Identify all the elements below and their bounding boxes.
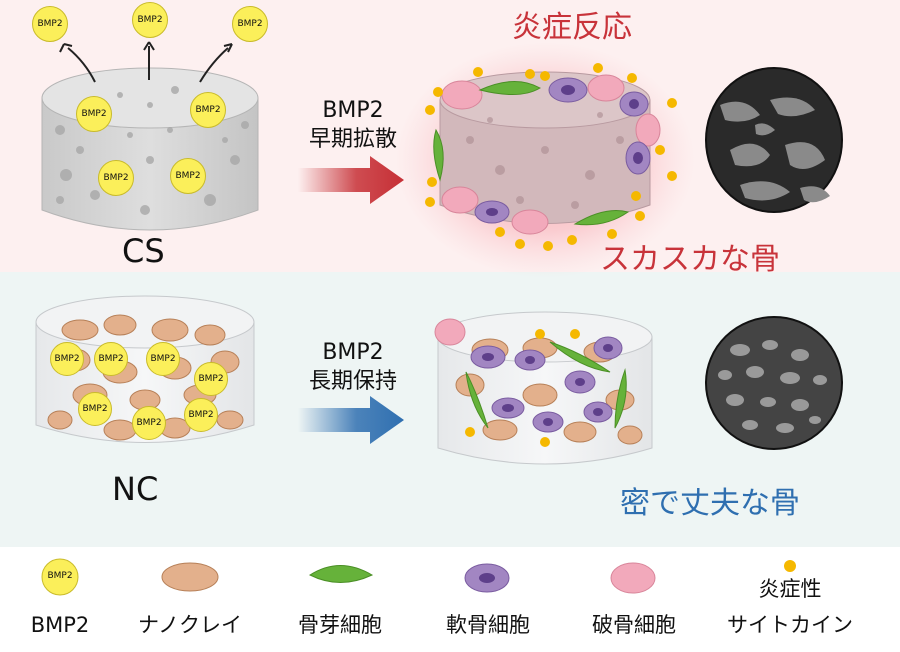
bmp2-bead: BMP2 — [98, 160, 134, 196]
nc-label: NC — [112, 470, 159, 508]
bmp2-bead: BMP2 — [184, 398, 218, 432]
inflammation-label: 炎症反応 — [512, 10, 632, 45]
top-arrow-line1: BMP2 — [322, 98, 384, 123]
cs-implanted — [425, 63, 677, 251]
cs-label: CS — [122, 232, 165, 270]
top-arrow-label: BMP2 早期拡散 — [288, 96, 418, 154]
nc-implanted — [434, 311, 653, 465]
bmp2-bead: BMP2 — [146, 342, 180, 376]
bmp2-bead: BMP2 — [50, 342, 84, 376]
legend-bmp2: BMP2 — [30, 613, 90, 637]
legend-nanoclay: ナノクレイ — [138, 613, 242, 637]
cytokines-top — [425, 63, 677, 251]
bmp2-bead: BMP2 — [190, 92, 226, 128]
legend-osteoclast: 破骨細胞 — [592, 613, 676, 637]
blue-arrow — [298, 396, 404, 444]
legend-osteoblast: 骨芽細胞 — [298, 613, 382, 637]
bottom-arrow-label: BMP2 長期保持 — [288, 338, 418, 396]
legend-cytokine-line2: サイトカイン — [727, 613, 853, 637]
top-arrow-line2: 早期拡散 — [308, 127, 397, 152]
bmp2-bead: BMP2 — [32, 6, 68, 42]
dense-bone — [705, 316, 843, 450]
osteoclasts-top — [441, 74, 661, 235]
osteoblasts-top — [433, 80, 630, 226]
legend-cytokine-line1: 炎症性 — [758, 577, 822, 601]
diffusion-arrows — [59, 41, 233, 83]
legend-icons — [41, 558, 796, 596]
legend-band — [0, 547, 900, 652]
legend-bmp2-icon-text: BMP2 — [47, 571, 73, 581]
red-arrow — [298, 156, 404, 204]
bmp2-bead: BMP2 — [170, 158, 206, 194]
bmp2-bead: BMP2 — [132, 406, 166, 440]
bmp2-bead: BMP2 — [132, 2, 168, 38]
legend-osteoclast-icon — [610, 562, 656, 594]
legend-cytokine: 炎症性 サイトカイン — [712, 576, 868, 638]
cs-scaffold — [41, 67, 259, 231]
bmp2-bead: BMP2 — [232, 6, 268, 42]
legend-nanoclay-icon — [161, 562, 219, 592]
porous-bone — [705, 67, 843, 213]
dense-bone-label: 密で丈夫な骨 — [620, 486, 800, 521]
bmp2-bead: BMP2 — [78, 392, 112, 426]
legend-chondrocyte: 軟骨細胞 — [446, 613, 530, 637]
bmp2-bead: BMP2 — [94, 342, 128, 376]
porous-bone-label: スカスカな骨 — [600, 242, 780, 277]
legend-osteoblast-icon — [308, 565, 374, 583]
bmp2-bead: BMP2 — [194, 362, 228, 396]
bmp2-bead: BMP2 — [76, 96, 112, 132]
legend-cytokine-icon — [784, 560, 796, 572]
legend-bmp2-icon — [41, 558, 79, 596]
bottom-arrow-line1: BMP2 — [322, 340, 384, 365]
bottom-arrow-line2: 長期保持 — [308, 369, 397, 394]
